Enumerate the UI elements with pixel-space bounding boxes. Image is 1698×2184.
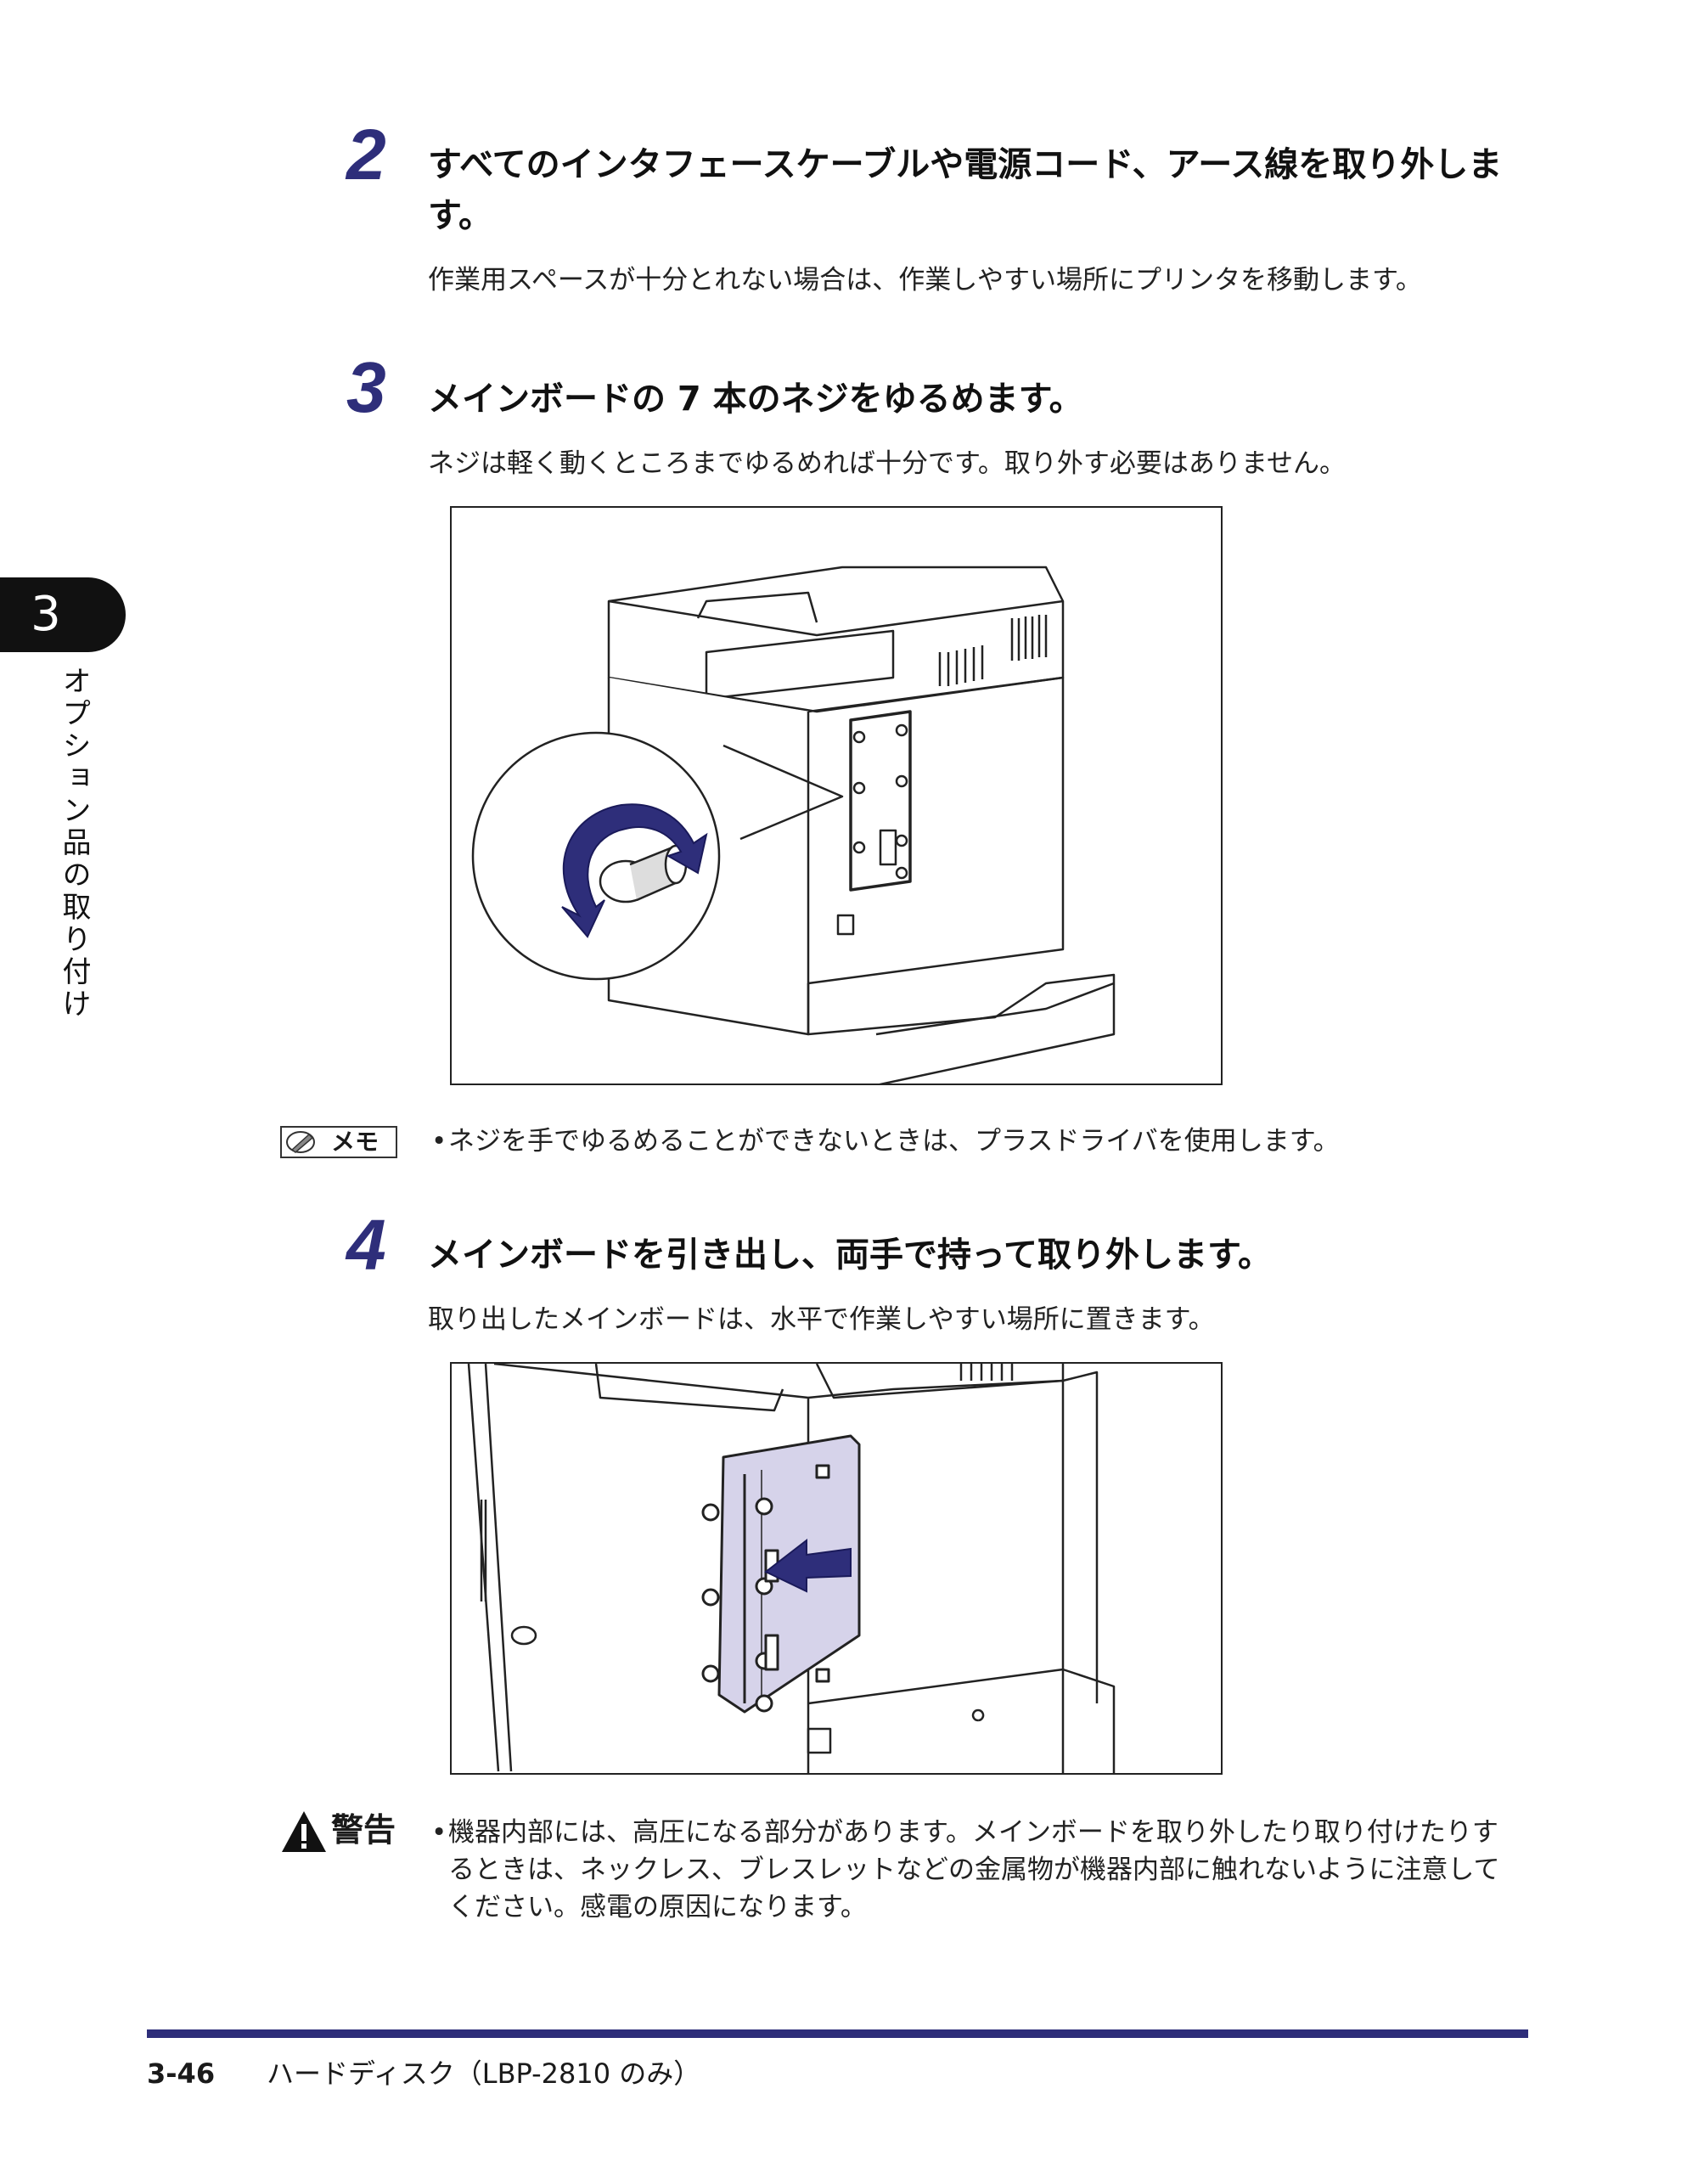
step-4-number: 4 [346,1205,386,1285]
warning-line-2: るときは、ネックレス、ブレスレットなどの金属物が機器内部に触れないように注意して [448,1855,1500,1885]
figure-remove-board [450,1362,1223,1775]
step-3-body: ネジは軽く動くところまでゆるめれば十分です。取り外す必要はありません。 [428,448,1346,479]
warning-line-1: 機器内部には、高圧になる部分があります。メインボードを取り外したり取り付けたりす [448,1817,1498,1848]
footer-section-title: ハードディスク（LBP-2810 のみ） [267,2057,701,2090]
memo-bullet: • [431,1126,447,1157]
chapter-title: オプション品の取り付け [57,666,91,1021]
step-2-title-line1: すべてのインタフェースケーブルや電源コード、アース線を取り外しま [428,145,1503,184]
step-3-title: メインボードの 7 本のネジをゆるめます。 [428,380,1083,419]
step-2-number: 2 [346,115,386,194]
chapter-number: 3 [31,587,61,642]
step-2-title-line2: す。 [428,196,492,235]
step-4-title: メインボードを引き出し、両手で持って取り外します。 [428,1236,1272,1275]
warning-line-3: ください。感電の原因になります。 [448,1892,867,1922]
pencil-icon [286,1131,315,1153]
step-4-body: 取り出したメインボードは、水平で作業しやすい場所に置きます。 [428,1304,1215,1335]
footer-page-number: 3-46 [147,2057,216,2090]
warning-label: 警告 [331,1811,396,1849]
memo-text: ネジを手でゆるめることができないときは、プラスドライバを使用します。 [448,1126,1340,1157]
footer-rule [147,2029,1528,2038]
step-3-number: 3 [346,347,386,427]
memo-label: メモ [331,1128,380,1156]
warning-triangle-icon [282,1811,326,1852]
step-2-body: 作業用スペースが十分とれない場合は、作業しやすい場所にプリンタを移動します。 [428,265,1422,296]
warning-bullet: • [431,1817,447,1848]
memo-badge: メモ [280,1126,397,1158]
figure-loosen-screws [450,506,1223,1085]
chapter-tab: 3 [0,577,126,652]
